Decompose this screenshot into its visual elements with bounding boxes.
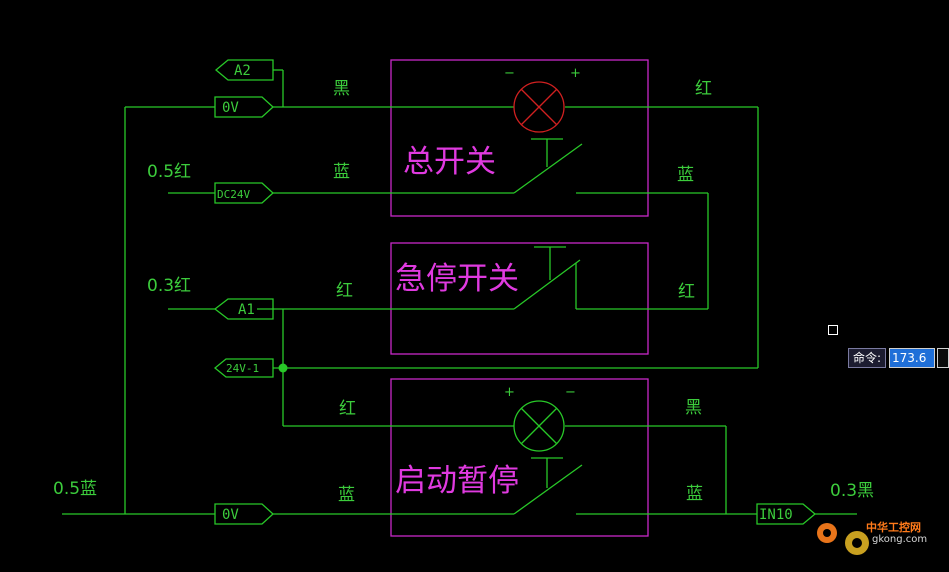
- polarity-plus-bottom: +: [504, 385, 515, 400]
- tag-0v-top: 0V: [214, 96, 274, 118]
- start-pause-switch-icon: [62, 457, 757, 515]
- tag-dc24v: DC24V: [214, 182, 274, 204]
- wire-label-red-2: 红: [339, 399, 356, 419]
- panel-title-main-switch: 总开关: [403, 144, 496, 180]
- watermark-domain: gkong.com: [872, 534, 928, 545]
- tag-a1: A1: [213, 298, 274, 320]
- wire-label-right-blue-1: 蓝: [677, 165, 694, 185]
- svg-text:A2: A2: [234, 63, 251, 79]
- pick-box-cursor: [828, 325, 838, 335]
- wire-label-right-blue-2: 蓝: [686, 484, 703, 504]
- wire-label-red-1: 红: [336, 281, 353, 301]
- panel-title-estop: 急停开关: [395, 261, 519, 297]
- estop-switch-icon: [168, 246, 581, 310]
- wire-label-right-red-1: 红: [695, 79, 712, 99]
- wire-label-left-05-red: 0.5红: [147, 162, 191, 182]
- wire-label-left-05-blue: 0.5蓝: [53, 479, 97, 499]
- wire-label-blue-2: 蓝: [338, 485, 355, 505]
- tag-a2: A2: [214, 59, 274, 81]
- svg-text:24V-1: 24V-1: [226, 362, 259, 375]
- command-label: 命令:: [848, 348, 887, 368]
- wire-label-left-03-red: 0.3红: [147, 276, 191, 296]
- svg-text:0V: 0V: [222, 507, 239, 523]
- wire-label-black-1: 黑: [333, 79, 350, 99]
- main-switch-icon: [168, 138, 708, 194]
- tag-24v-1: 24V-1: [213, 358, 274, 378]
- wire-label-blue-1: 蓝: [333, 162, 350, 182]
- junction-dot: [278, 363, 288, 373]
- polarity-minus-top: −: [504, 66, 515, 81]
- main-switch-panel: [390, 59, 649, 217]
- lamp-icon: [513, 81, 565, 133]
- lamp-icon-bottom: [513, 400, 565, 452]
- estop-panel: [390, 242, 649, 355]
- tag-0v-bottom: 0V: [214, 503, 274, 525]
- svg-text:0V: 0V: [222, 100, 239, 116]
- polarity-plus-top: +: [570, 66, 581, 81]
- command-bar[interactable]: 命令: 173.6: [848, 348, 949, 368]
- panel-title-start-pause: 启动暂停: [395, 463, 519, 499]
- svg-text:IN10: IN10: [759, 507, 793, 523]
- polarity-minus-bottom: −: [565, 385, 576, 400]
- wire-label-right-black: 黑: [685, 398, 702, 418]
- svg-text:A1: A1: [238, 302, 255, 318]
- start-pause-panel: [390, 378, 649, 537]
- wire-label-right-red-2: 红: [678, 282, 695, 302]
- watermark-gear-icon: [817, 523, 869, 555]
- tag-in10: IN10: [756, 503, 817, 525]
- watermark-text: 中华工控网: [866, 521, 921, 534]
- wire-label-right-03-black: 0.3黑: [830, 481, 874, 501]
- command-extra-field[interactable]: [937, 348, 949, 368]
- command-input[interactable]: 173.6: [889, 348, 935, 368]
- svg-text:DC24V: DC24V: [217, 188, 250, 201]
